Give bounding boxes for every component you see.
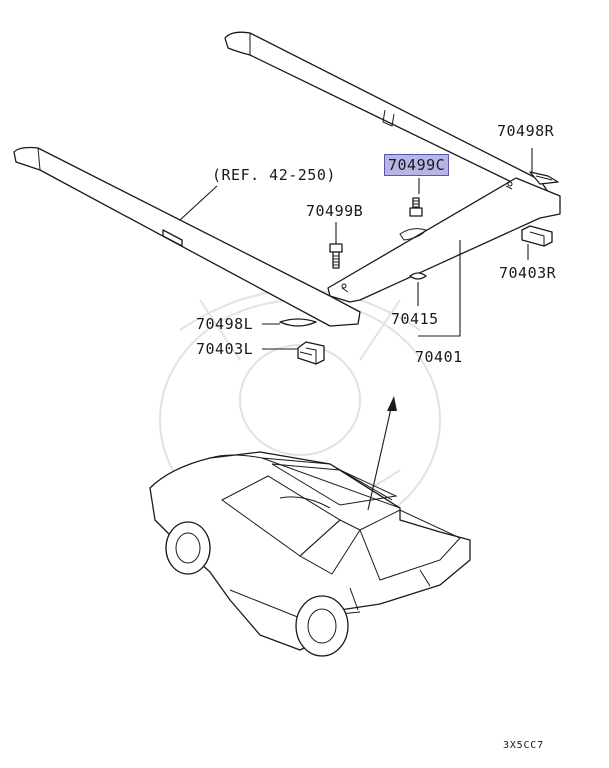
direction-arrow	[367, 396, 397, 511]
pad-70498R	[529, 171, 559, 185]
ref-label: (REF. 42-250)	[212, 166, 336, 184]
vehicle-illustration	[149, 451, 471, 657]
washer-70415	[409, 272, 427, 280]
left-roof-rail	[13, 146, 361, 327]
pad-70498L	[279, 318, 317, 327]
part-callout-70498R[interactable]: 70498R	[497, 122, 555, 140]
bolt-70499C	[409, 197, 423, 217]
part-callout-70498L[interactable]: 70498L	[196, 315, 254, 333]
clip-70403L	[297, 341, 325, 365]
bolt-70499B	[329, 243, 343, 269]
part-callout-70401[interactable]: 70401	[415, 348, 463, 366]
leader-lines	[179, 148, 533, 350]
roof-plate-70401	[327, 177, 561, 303]
part-callout-70403R[interactable]: 70403R	[499, 264, 557, 282]
part-callout-70499B[interactable]: 70499B	[306, 202, 364, 220]
part-callout-70403L[interactable]: 70403L	[196, 340, 254, 358]
part-callout-70415[interactable]: 70415	[391, 310, 439, 328]
part-callout-70499C[interactable]: 70499C	[384, 154, 450, 176]
diagram-code: 3X5CC7	[503, 740, 544, 751]
clip-70403R	[521, 225, 553, 247]
